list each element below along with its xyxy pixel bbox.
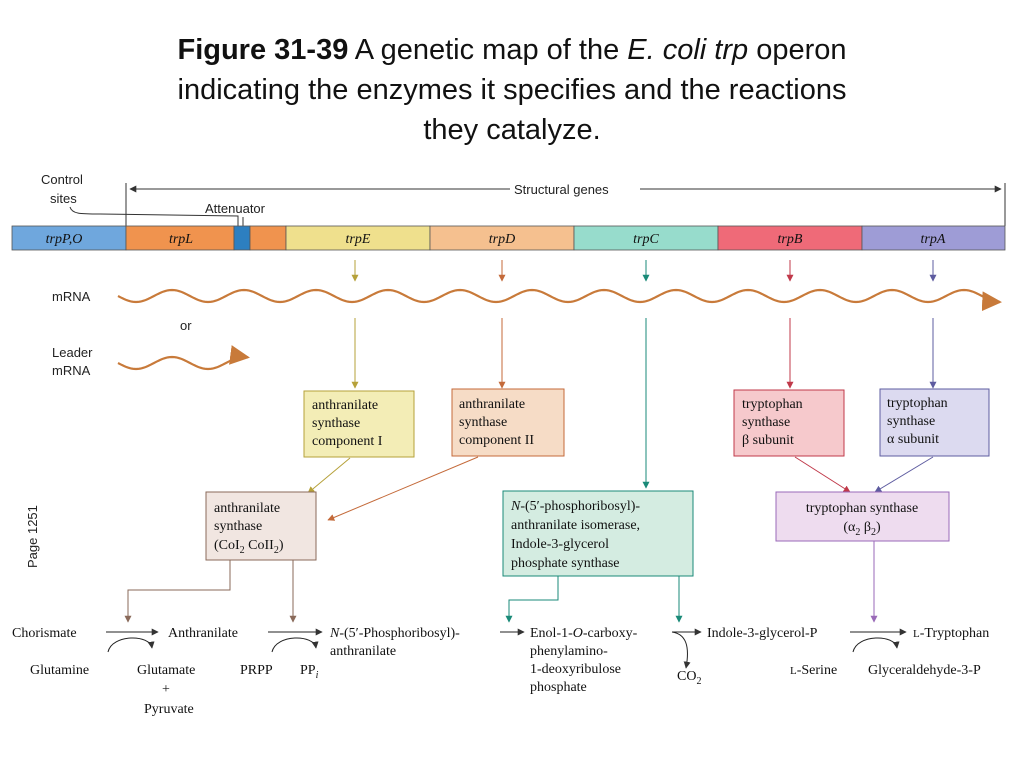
svg-text:tryptophan: tryptophan: [742, 397, 803, 412]
svg-text:anthranilate: anthranilate: [214, 501, 280, 516]
metabolite-igp: Indole-3-glycerol-P: [707, 626, 818, 641]
assembly-arrow-alpha: [874, 456, 934, 493]
box-tryptophan-synthase-complex: tryptophan synthase (α2 β2): [775, 491, 950, 542]
gene-segment-trpL-end: [249, 225, 287, 251]
gene-segment-trpL: [125, 225, 235, 251]
gene-label-trpL: trpL: [169, 232, 193, 247]
gene-label-trpC: trpC: [633, 232, 659, 247]
box-pr-anthranilate-isomerase: N-(5′-phosphoribosyl)- anthranilate isom…: [502, 490, 694, 577]
gene-label-trpE: trpE: [346, 232, 371, 247]
caption-italic: E. coli trp: [627, 34, 749, 66]
metabolite-l-tryptophan: L-Tryptophan: [913, 626, 989, 641]
box-anthranilate-synthase-complex: anthranilate synthase (CoI2 CoII2): [205, 491, 317, 561]
page-number-label: Page 1251: [25, 505, 40, 568]
caption-line-3: they catalyze.: [423, 114, 601, 146]
svg-text:component I: component I: [312, 434, 383, 449]
or-label: or: [180, 318, 192, 333]
gene-label-trpB: trpB: [778, 232, 803, 247]
mrna-wave: [117, 288, 1002, 312]
svg-text:synthase: synthase: [742, 415, 790, 430]
caption-text-2: operon: [756, 34, 847, 66]
svg-text:α subunit: α subunit: [887, 432, 939, 447]
metabolite-glutamine: Glutamine: [30, 663, 89, 678]
metabolite-anthranilate: Anthranilate: [168, 626, 238, 641]
box-tryptophan-synthase-beta: tryptophan synthase β subunit: [733, 389, 845, 457]
svg-text:N-(5′-phosphoribosyl)-: N-(5′-phosphoribosyl)-: [510, 499, 640, 514]
svg-text:component II: component II: [459, 433, 534, 448]
metabolite-ppi: PPi: [300, 663, 319, 681]
reaction-pathway: Chorismate Glutamine Glutamate + Pyruvat…: [12, 626, 989, 717]
attenuator-segment: [233, 225, 251, 251]
assembly-arrow-component-2: [327, 456, 479, 521]
gene-segment-trpD: [429, 225, 575, 251]
box-anthranilate-synthase-component-2: anthranilate synthase component II: [451, 388, 565, 457]
structural-genes-label: Structural genes: [514, 182, 609, 197]
metabolite-prpp: PRPP: [240, 663, 273, 678]
figure-caption: Figure 31-39 A genetic map of the E. col…: [0, 30, 1024, 150]
leader-mrna-label: Leader: [52, 345, 93, 360]
metabolite-cdrp-line3: 1-deoxyribulose: [530, 662, 621, 677]
svg-text:(CoI2 CoII2): (CoI2 CoII2): [214, 538, 284, 556]
gene-segment-trpA: [861, 225, 1006, 251]
metabolite-pyruvate: Pyruvate: [144, 702, 194, 717]
svg-text:tryptophan synthase: tryptophan synthase: [806, 501, 918, 516]
gene-map: trpP,O trpL trpE trpD trpC trpB trpA: [11, 225, 1006, 251]
gene-label-trpA: trpA: [921, 232, 946, 247]
svg-text:phosphate synthase: phosphate synthase: [511, 556, 619, 571]
metabolite-co2: CO2: [677, 669, 701, 687]
box-tryptophan-synthase-alpha: tryptophan synthase α subunit: [879, 388, 990, 457]
metabolite-chorismate: Chorismate: [12, 626, 77, 641]
gene-label-trpPO: trpP,O: [46, 232, 83, 247]
caption-text-1: A genetic map of the: [354, 34, 620, 66]
svg-text:synthase: synthase: [312, 416, 360, 431]
svg-text:Indole-3-glycerol: Indole-3-glycerol: [511, 537, 609, 552]
plus-sign: +: [162, 682, 170, 697]
metabolite-glutamate: Glutamate: [137, 663, 195, 678]
attenuator-label: Attenuator: [205, 201, 266, 216]
svg-text:anthranilate: anthranilate: [312, 398, 378, 413]
svg-text:anthranilate: anthranilate: [459, 397, 525, 412]
gene-segment-trpB: [717, 225, 863, 251]
gene-segment-trpPO: [11, 225, 127, 251]
svg-text:β subunit: β subunit: [742, 433, 794, 448]
gene-segment-trpE: [285, 225, 431, 251]
svg-text:synthase: synthase: [887, 414, 935, 429]
assembly-arrow-beta: [794, 456, 851, 493]
svg-text:synthase: synthase: [459, 415, 507, 430]
assembly-arrow-component-1: [307, 457, 351, 494]
control-sites-label-2: sites: [50, 191, 77, 206]
metabolite-pr-anthranilate: N-(5′-Phosphoribosyl)-: [329, 626, 460, 641]
metabolite-cdrp-line4: phosphate: [530, 680, 587, 695]
svg-text:tryptophan: tryptophan: [887, 396, 948, 411]
cosubstrate-arc-5: [852, 637, 900, 653]
svg-text:anthranilate isomerase,: anthranilate isomerase,: [511, 518, 640, 533]
caption-line-2: indicating the enzymes it specifies and …: [177, 74, 847, 106]
metabolite-pr-anthranilate-line2: anthranilate: [330, 644, 396, 659]
caption-line-1: Figure 31-39 A genetic map of the E. col…: [0, 30, 1024, 70]
cosubstrate-arc-1: [107, 637, 155, 653]
gene-label-trpD: trpD: [489, 232, 515, 247]
cosubstrate-arc-2: [271, 637, 319, 653]
figure-label: Figure 31-39: [177, 34, 349, 66]
catalysis-arrow-as-step1: [124, 560, 231, 623]
control-sites-pointer: [69, 206, 239, 226]
leader-mrna-label-2: mRNA: [52, 363, 91, 378]
mrna-label: mRNA: [52, 289, 91, 304]
metabolite-l-serine: L-Serine: [790, 663, 837, 678]
metabolite-g3p: Glyceraldehyde-3-P: [868, 663, 981, 678]
svg-text:(α2 β2): (α2 β2): [843, 520, 881, 538]
svg-text:synthase: synthase: [214, 519, 262, 534]
control-sites-label: Control: [41, 172, 83, 187]
catalysis-arrow-isomerase: [505, 576, 559, 623]
box-anthranilate-synthase-component-1: anthranilate synthase component I: [303, 390, 415, 458]
leader-mrna-wave: [117, 345, 250, 371]
co2-release-arc: [671, 631, 691, 669]
metabolite-cdrp-line2: phenylamino-: [530, 644, 608, 659]
metabolite-cdrp: Enol-1-O-carboxy-: [530, 626, 638, 641]
